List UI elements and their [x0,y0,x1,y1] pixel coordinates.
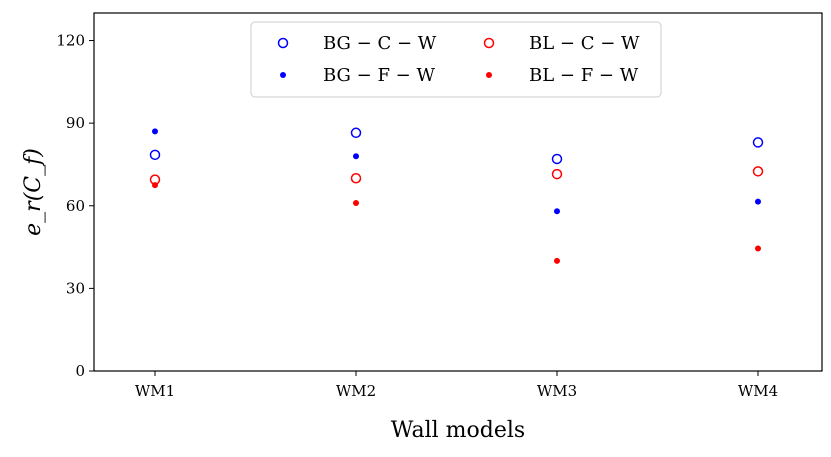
data-point [350,172,362,184]
data-point [752,137,764,148]
y-tick-label: 30 [66,279,85,297]
data-point [152,128,158,135]
data-point [551,168,563,180]
x-axis-label: Wall models [391,418,525,443]
data-point [350,127,362,139]
y-axis-label: e_r(C_f) [21,148,46,236]
data-point [755,198,761,205]
data-point [752,166,764,177]
legend-marker [277,37,289,49]
y-tick-label: 90 [66,114,85,132]
data-point [554,208,560,215]
legend-label: BG − F − W [323,65,435,86]
data-points [149,127,764,264]
data-point [353,153,359,160]
data-point [554,257,560,264]
legend-label: BL − F − W [529,65,639,86]
y-tick-label: 60 [66,197,85,215]
x-axis: WM1 WM2 WM3 WM4 [135,371,778,400]
y-tick-label: 0 [75,362,85,380]
data-point [551,153,563,165]
y-axis: 0 30 60 90 120 [56,32,94,380]
data-point [353,200,359,207]
data-point [149,149,161,161]
x-tick-label: WM3 [537,382,577,400]
x-tick-label: WM4 [738,382,778,400]
legend-frame [250,21,662,98]
y-tick-label: 120 [56,32,85,50]
plot-area [93,12,823,372]
legend-marker [483,37,495,49]
x-tick-label: WM1 [135,382,175,400]
legend-label: BG − C − W [323,33,437,54]
data-point [755,245,761,252]
legend-marker [486,72,492,78]
data-point [152,182,158,189]
x-tick-label: WM2 [336,382,376,400]
legend: BG − C − W BG − F − W BL − C − W BL − F − W [250,21,662,98]
legend-label: BL − C − W [529,33,640,54]
legend-marker [280,72,286,78]
